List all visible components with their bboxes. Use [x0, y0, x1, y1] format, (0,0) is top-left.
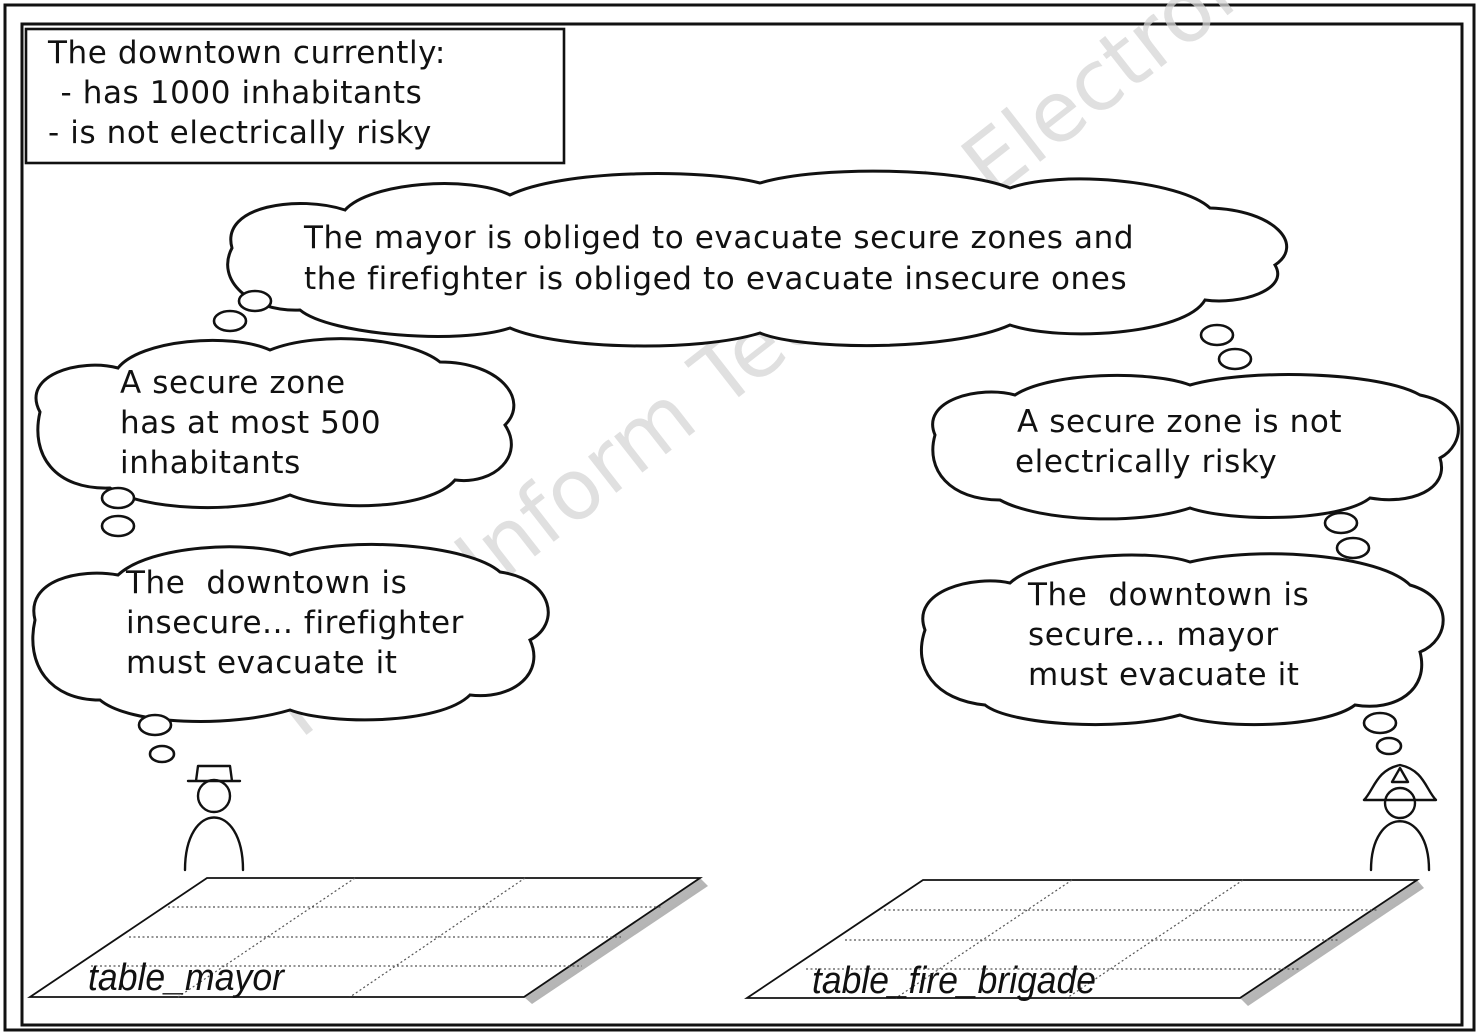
- mayor-rule-line-1: A secure zone: [120, 365, 346, 401]
- state-line-2: - has 1000 inhabitants: [50, 75, 422, 111]
- mayor-conclusion-line-2: insecure... firefighter: [126, 605, 464, 641]
- firefighter-head: [1383, 786, 1417, 820]
- mayor-hat-icon: [186, 764, 242, 783]
- thought-puff: [1217, 347, 1253, 371]
- thought-puff: [237, 289, 273, 313]
- thought-puff: [100, 486, 136, 510]
- state-line-1: The downtown currently:: [47, 35, 446, 71]
- thought-puff: [1199, 323, 1235, 347]
- firefighter-rule-line-2: electrically risky: [1015, 444, 1277, 480]
- mayor-conclusion-line-1: The downtown is: [125, 565, 407, 601]
- thought-puff: [100, 514, 136, 538]
- mayor-figure: [183, 764, 245, 872]
- table-mayor-shadow: [524, 878, 708, 1004]
- thought-puff: [1362, 711, 1398, 735]
- firefighter-body: [1369, 820, 1431, 872]
- inner-frame: [20, 22, 1464, 1027]
- mayor-rule-line-2: has at most 500: [120, 405, 381, 441]
- mayor-rule-line-3: inhabitants: [120, 445, 301, 481]
- firefighter-helmet-badge: [1390, 766, 1410, 784]
- firefighter-rule-line-1: A secure zone is not: [1017, 404, 1342, 440]
- thought-puff: [137, 713, 173, 737]
- state-line-3: - is not electrically risky: [48, 115, 432, 151]
- thought-cloud-mayor-conclusion: The downtown is insecure... firefighter …: [31, 543, 550, 723]
- thought-cloud-mayor-rule: A secure zone has at most 500 inhabitant…: [34, 337, 516, 510]
- state-box: The downtown currently: - has 1000 inhab…: [24, 27, 566, 165]
- thought-puff: [1375, 736, 1403, 756]
- main-cloud-line-1: The mayor is obliged to evacuate secure …: [303, 220, 1134, 256]
- table-fire-label: table_fire_brigade: [812, 960, 1096, 1002]
- table-fire-brigade: table_fire_brigade: [744, 879, 1424, 1006]
- thought-puff: [148, 744, 176, 764]
- mayor-conclusion-line-3: must evacuate it: [126, 645, 398, 681]
- firefighter-helmet-icon: [1362, 763, 1438, 802]
- firefighter-conclusion-line-2: secure... mayor: [1028, 617, 1279, 653]
- table-mayor: table_mayor: [27, 877, 708, 1004]
- firefighter-conclusion-line-3: must evacuate it: [1028, 657, 1300, 693]
- firefighter-figure: [1362, 763, 1438, 872]
- table-mayor-label: table_mayor: [88, 957, 285, 999]
- outer-frame: [3, 3, 1476, 1032]
- mayor-body: [183, 816, 245, 872]
- thought-cloud-main: The mayor is obliged to evacuate secure …: [226, 169, 1288, 348]
- mayor-head: [196, 778, 232, 814]
- firefighter-conclusion-line-1: The downtown is: [1027, 577, 1309, 613]
- thought-puff: [212, 309, 248, 333]
- thought-cloud-firefighter-conclusion: The downtown is secure... mayor must eva…: [919, 552, 1445, 727]
- main-cloud-line-2: the firefighter is obliged to evacuate i…: [304, 261, 1127, 297]
- table-fire-shadow: [1240, 880, 1424, 1006]
- thought-cloud-firefighter-rule: A secure zone is not electrically risky: [931, 373, 1460, 521]
- thought-puff: [1323, 511, 1359, 535]
- thought-puff: [1335, 536, 1371, 560]
